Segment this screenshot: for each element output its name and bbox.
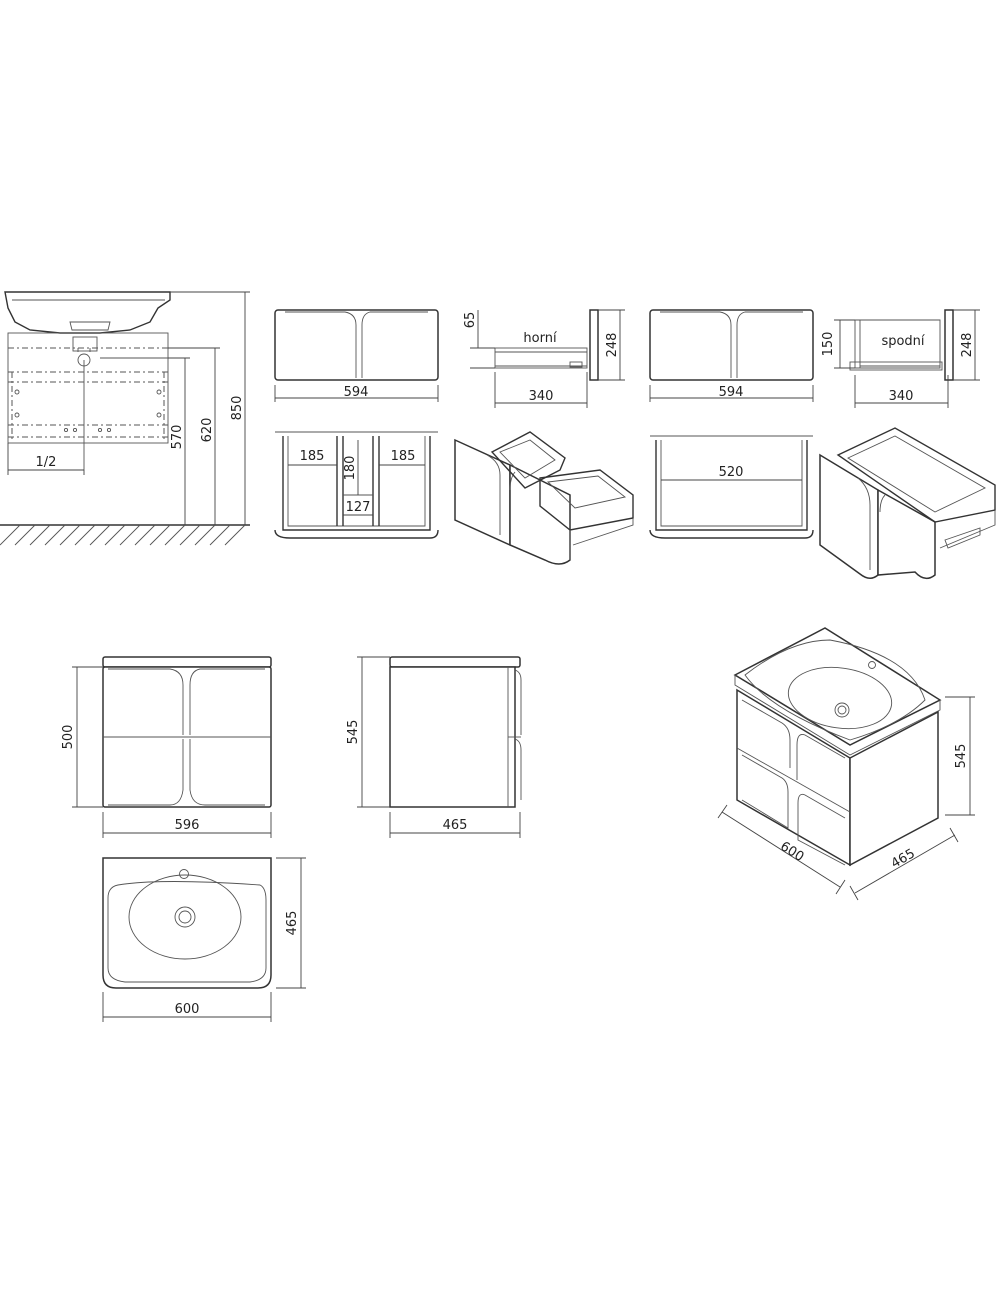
label-spodni: spodní (881, 334, 924, 349)
basin-top-view: 465 600 (102, 857, 306, 1022)
dim-180: 180 (343, 456, 358, 481)
upper-drawer-plan: 185 185 180 127 (274, 431, 439, 539)
cabinet-front-view: 500 596 (61, 656, 272, 838)
dim-340-lower: 340 (889, 389, 914, 404)
lower-drawer-front: 594 (649, 309, 814, 402)
dim-594-lower: 594 (719, 385, 744, 400)
dim-600-iso: 600 (777, 839, 806, 865)
dim-248-upper: 248 (605, 333, 620, 358)
basin-profile (4, 291, 171, 334)
iso-tap-hole-icon (868, 661, 876, 669)
dim-185-right: 185 (391, 449, 416, 464)
dim-465-iso: 465 (889, 846, 918, 871)
dim-465-side: 465 (443, 818, 468, 833)
dim-594-upper: 594 (344, 385, 369, 400)
tap-hole-icon (179, 869, 189, 879)
label-horni: horní (523, 331, 557, 346)
dim-465-basin: 465 (285, 911, 300, 936)
dim-850: 850 (230, 396, 245, 421)
dim-596: 596 (175, 818, 200, 833)
lower-drawer-side: spodní 150 248 340 (821, 309, 980, 408)
iso-drain-icon (834, 702, 850, 718)
dim-185-left: 185 (300, 449, 325, 464)
dim-248-lower: 248 (960, 333, 975, 358)
dim-127: 127 (346, 500, 371, 515)
cabinet-isometric-view: 545 600 465 (717, 627, 975, 901)
lower-drawer-isometric (819, 427, 996, 580)
dim-545-side: 545 (346, 720, 361, 745)
dim-65: 65 (463, 312, 478, 329)
cabinet-outline (7, 332, 169, 444)
wall-mount-elevation: 1/2 570 620 850 (0, 291, 250, 546)
upper-drawer-side: horní 65 248 340 (463, 309, 625, 408)
dim-half: 1/2 (36, 455, 57, 470)
dim-600-basin: 600 (175, 1002, 200, 1017)
drain-icon (174, 906, 196, 928)
cabinet-side-view: 545 465 (346, 656, 522, 838)
upper-drawer-isometric (454, 431, 634, 565)
upper-drawer-front: 594 (274, 309, 439, 402)
dim-620: 620 (200, 418, 215, 443)
floor-hatch (0, 524, 246, 546)
dim-500: 500 (61, 725, 76, 750)
lower-drawer-plan: 520 (649, 435, 814, 539)
dim-340-upper: 340 (529, 389, 554, 404)
basin-bowl (128, 874, 242, 960)
dim-150: 150 (821, 332, 836, 357)
dim-570: 570 (170, 425, 185, 450)
dim-520: 520 (719, 465, 744, 480)
dim-545-iso: 545 (954, 744, 969, 769)
